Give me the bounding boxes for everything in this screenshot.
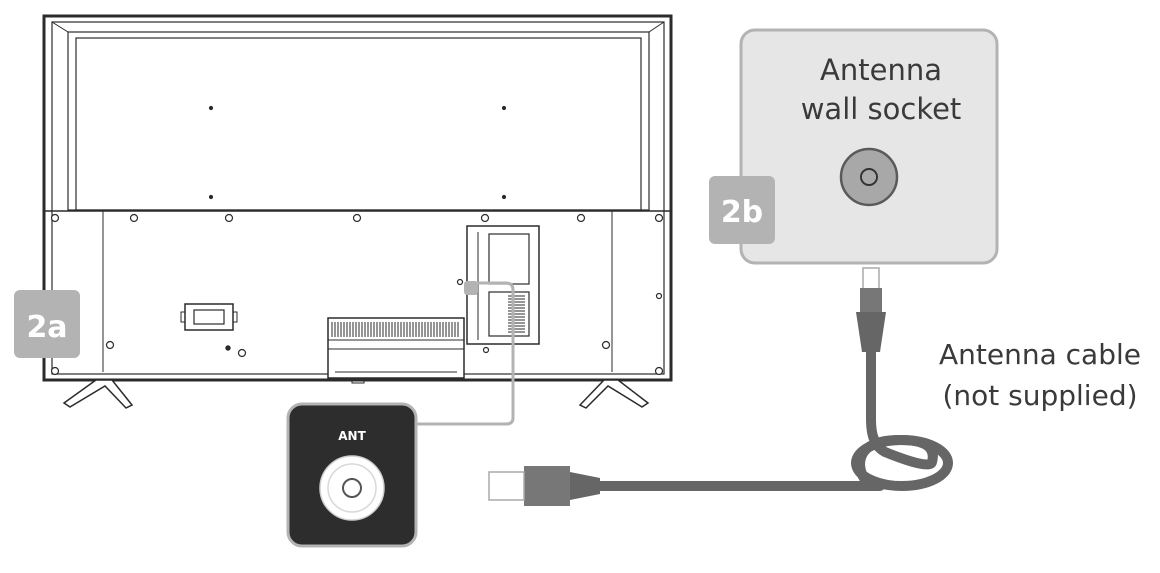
cable-label-line2: (not supplied): [942, 379, 1137, 412]
tv-back: [42, 14, 673, 409]
step-badge-2b: 2b: [709, 176, 775, 244]
step-badge-2b-text: 2b: [721, 195, 763, 230]
wall-socket-label-line2: wall socket: [801, 92, 962, 126]
wall-socket-label-line1: Antenna: [820, 53, 942, 87]
ant-port-label: ANT: [338, 429, 366, 443]
zoom-callout-marker: [464, 281, 478, 295]
wall-socket-panel: Antenna wall socket: [739, 28, 999, 265]
cable-label-line1: Antenna cable: [939, 338, 1141, 371]
step-badge-2a: 2a: [14, 290, 80, 358]
step-badge-2a-text: 2a: [26, 310, 67, 345]
ant-port-box: ANT: [286, 402, 418, 548]
antenna-cable: Antenna cable (not supplied): [488, 267, 1141, 506]
port-slats: [508, 295, 525, 333]
speaker-grille: [331, 322, 459, 337]
